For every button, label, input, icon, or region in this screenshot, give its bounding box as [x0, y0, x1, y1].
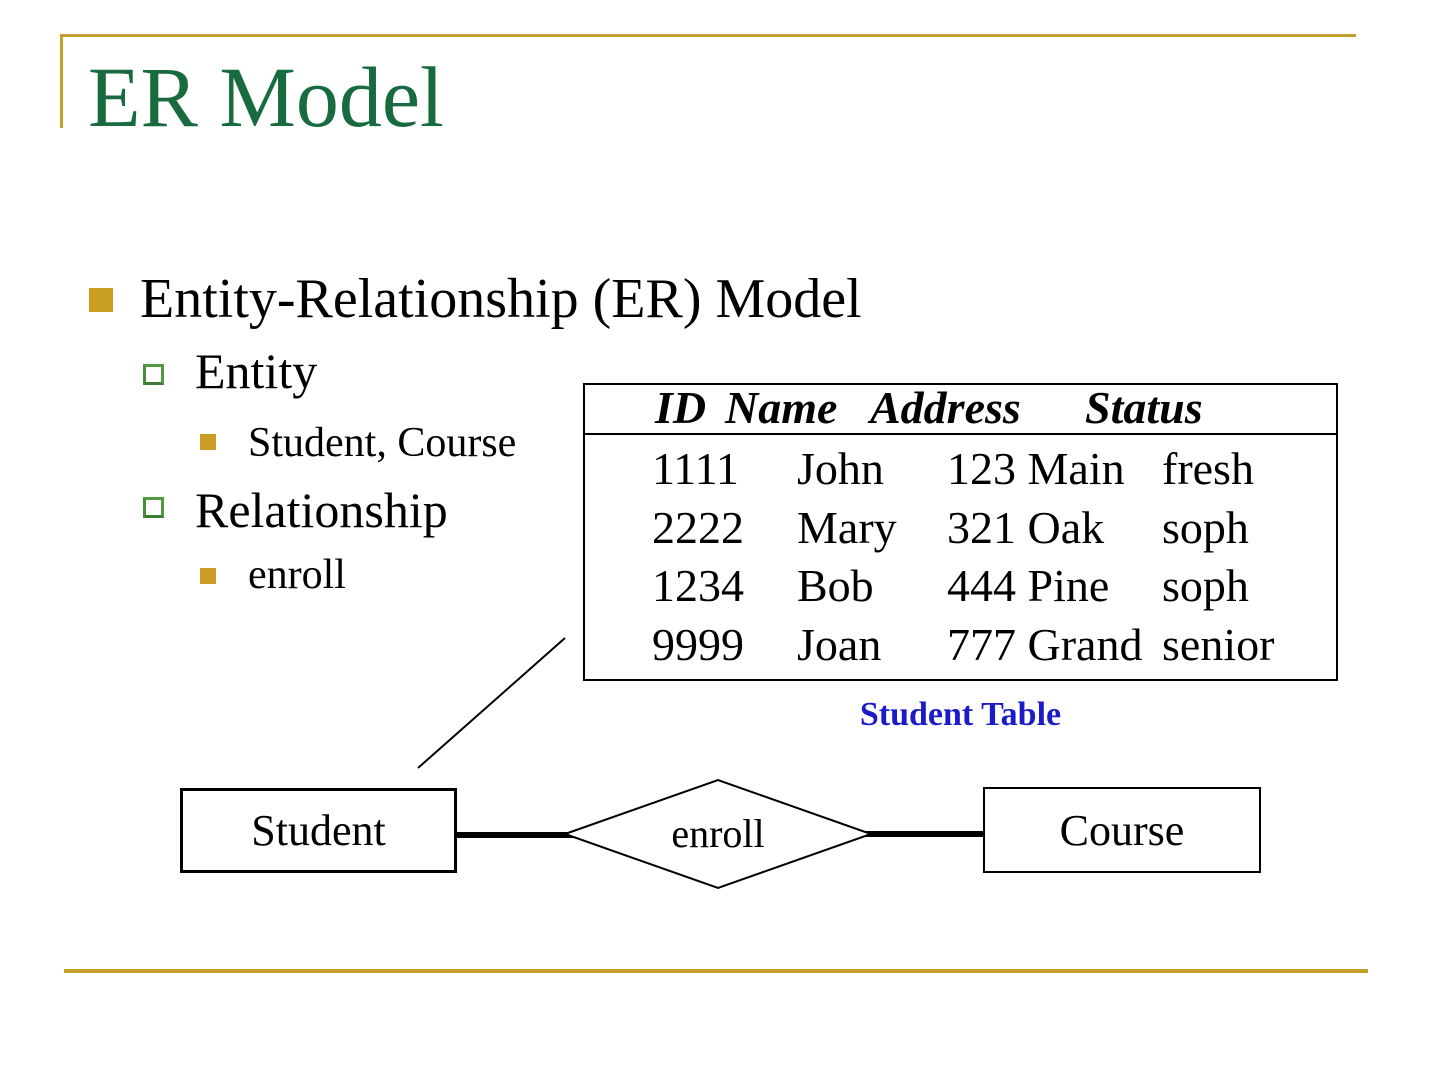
- cell-id: 9999: [652, 619, 744, 671]
- level3-bullet-square-icon: [200, 434, 216, 450]
- slide-title: ER Model: [88, 49, 444, 145]
- table-to-student-pointer-line: [417, 637, 566, 769]
- student-entity-box: Student: [180, 788, 457, 873]
- bullet-entity-sub-text: Student, Course: [248, 420, 517, 466]
- cell-id: 2222: [652, 501, 744, 553]
- level2-hollow-square-icon: [143, 497, 164, 518]
- table-row: 9999 Joan 777 Grand senior: [585, 620, 1336, 670]
- table-row: 1111 John 123 Main fresh: [585, 442, 1336, 494]
- cell-id: 1234: [652, 560, 744, 612]
- course-entity-label: Course: [1059, 805, 1185, 855]
- cell-name: Mary: [797, 501, 897, 553]
- cell-address: 444 Pine: [947, 560, 1110, 612]
- cell-status: soph: [1162, 501, 1249, 553]
- course-entity-box: Course: [983, 787, 1261, 873]
- cell-address: 123 Main: [947, 442, 1125, 494]
- bullet-relationship-sub-text: enroll: [248, 552, 346, 598]
- left-accent-line: [60, 34, 63, 128]
- level2-hollow-square-icon: [143, 364, 164, 385]
- header-name: Name: [725, 382, 838, 433]
- header-status: Status: [1085, 382, 1203, 433]
- student-table-caption: Student Table: [859, 696, 1062, 733]
- bullet-entity-text: Entity: [195, 343, 318, 399]
- cell-name: Bob: [797, 560, 874, 612]
- bottom-accent-line: [64, 969, 1368, 973]
- cell-name: John: [797, 442, 884, 494]
- student-entity-label: Student: [251, 806, 386, 855]
- cell-status: soph: [1162, 560, 1249, 612]
- enroll-relationship-label: enroll: [671, 811, 765, 856]
- cell-status: senior: [1162, 619, 1275, 671]
- cell-address: 777 Grand: [947, 619, 1143, 671]
- cell-name: Joan: [797, 619, 882, 671]
- bullet-level1-text: Entity-Relationship (ER) Model: [140, 268, 862, 330]
- top-accent-line: [60, 34, 1356, 37]
- cell-status: fresh: [1162, 442, 1254, 494]
- student-table-body: 1111 John 123 Main fresh 2222 Mary 321 O…: [585, 435, 1336, 679]
- level3-bullet-square-icon: [200, 568, 216, 584]
- student-table: ID Name Address Status 1111 John 123 Mai…: [583, 383, 1338, 681]
- header-address: Address: [870, 382, 1021, 433]
- cell-id: 1111: [652, 442, 739, 494]
- cell-address: 321 Oak: [947, 501, 1105, 553]
- table-row: 1234 Bob 444 Pine soph: [585, 561, 1336, 611]
- bullet-relationship-text: Relationship: [195, 482, 448, 538]
- table-row: 2222 Mary 321 Oak soph: [585, 501, 1336, 553]
- level1-bullet-square-icon: [89, 288, 113, 312]
- student-table-header-row: ID Name Address Status: [585, 385, 1336, 435]
- header-id: ID: [655, 382, 707, 433]
